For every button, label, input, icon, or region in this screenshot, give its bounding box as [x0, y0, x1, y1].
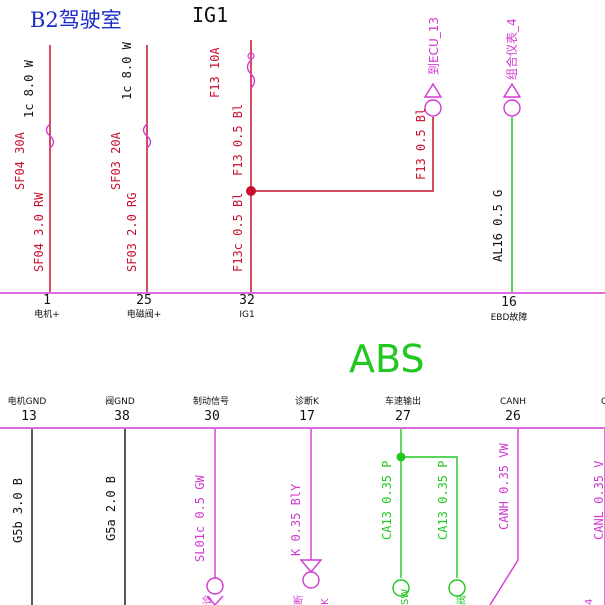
- supply-label: IG1: [192, 3, 228, 27]
- connector-label-6: 4: [584, 599, 595, 605]
- bottom-pin-6-name: CANH: [500, 397, 526, 407]
- wire-5-connector-icon: [503, 99, 521, 117]
- connector-label-2: 断: [292, 595, 305, 605]
- bottom-pin-7-name: C: [601, 397, 605, 407]
- wire-1-bottom-label: SF04 3.0 RW: [32, 192, 46, 272]
- bottom-pin-4-number: 17: [299, 409, 315, 424]
- wire-b7-label: CANH 0.35 VW: [497, 443, 511, 530]
- wire-2-fuse-label: SF03 20A: [109, 131, 123, 190]
- bottom-pin-6-number: 26: [505, 409, 521, 424]
- top-pin-1-number: 1: [43, 293, 51, 308]
- top-pin-3-number: 32: [239, 293, 255, 308]
- wire-b6-label: CA13 0.35 P: [436, 461, 450, 540]
- connector-label-5: 阀: [455, 595, 468, 605]
- wire-5-arrow-icon: [502, 82, 522, 98]
- wire-4-label: F13 0.5 Bl: [414, 108, 428, 180]
- wire-4-branch: [251, 117, 434, 192]
- wire-1-top-label: 1c 8.0 W: [22, 59, 36, 118]
- bottom-pin-2-name: 阀GND: [105, 396, 135, 407]
- wire-b2-label: G5a 2.0 B: [104, 476, 118, 541]
- wire-2-top-label: 1c 8.0 W: [120, 41, 134, 100]
- bottom-pin-3-name: 制动信号: [193, 395, 229, 407]
- bottom-pin-2-number: 38: [114, 409, 130, 424]
- bottom-pin-3-number: 30: [204, 409, 220, 424]
- wire-1-fuse-label: SF04 30A: [13, 131, 27, 190]
- wire-3-fuse-label: F13 10A: [208, 47, 222, 98]
- connector-label-3: K: [320, 598, 331, 605]
- zone-title: B2驾驶室: [30, 8, 122, 32]
- bottom-pin-4-name: 诊断K: [295, 395, 320, 407]
- wire-3-bottom-label: F13c 0.5 Bl: [231, 193, 245, 272]
- wire-b6: [401, 456, 458, 578]
- top-pin-2-number: 25: [136, 293, 152, 308]
- wire-4-arrow-icon: [423, 82, 443, 98]
- top-pin-4-number: 16: [501, 295, 517, 310]
- wire-2-bottom-label: SF03 2.0 RG: [125, 193, 139, 272]
- wire-3-mid-label: F13 0.5 Bl: [231, 104, 245, 176]
- wire-b5-label: CA13 0.35 P: [380, 461, 394, 540]
- wire-b4-connector-icon: [302, 571, 320, 589]
- wire-b7: [489, 429, 519, 605]
- bottom-pin-1-number: 13: [21, 409, 37, 424]
- connector-label-4: SW: [400, 589, 411, 605]
- module-title: ABS: [349, 337, 425, 381]
- top-pin-1-name: 电机+: [34, 308, 60, 320]
- wire-b4-arrow-icon: [299, 559, 323, 574]
- top-pin-4-name: EBD故障: [491, 311, 528, 323]
- wire-4-dest-label: 到ECU_13: [427, 17, 441, 75]
- fuse-1-icon: [45, 123, 55, 149]
- wire-b5-connector-icon: [392, 579, 410, 597]
- wire-b8-label: CANL 0.35 V: [592, 461, 605, 540]
- wire-b3-connector-icon: [206, 577, 224, 595]
- wire-5-dest-label: 组合仪表_4: [504, 18, 519, 80]
- wire-4-connector-icon: [424, 99, 442, 117]
- wire-b1-label: G5b 3.0 B: [11, 478, 25, 543]
- top-pin-3-name: IG1: [239, 310, 254, 320]
- fuse-3-top-terminal-icon: [247, 52, 255, 60]
- wire-b4-label: K 0.35 BlY: [289, 483, 303, 556]
- bottom-pin-5-number: 27: [395, 409, 411, 424]
- wire-5-label: AL16 0.5 G: [491, 190, 505, 262]
- fuse-3-icon: [246, 59, 256, 89]
- top-pin-2-name: 电磁阀+: [127, 308, 162, 320]
- wire-b3-label: SL01c 0.5 GW: [193, 475, 207, 562]
- bottom-pin-1-name: 电机GND: [8, 395, 47, 407]
- fuse-2-icon: [142, 123, 152, 149]
- wire-b6-connector-icon: [448, 579, 466, 597]
- bottom-pin-5-name: 车速输出: [385, 395, 421, 407]
- connector-label-1: 诊: [201, 595, 214, 605]
- wire-b3-arrow-icon: [206, 595, 224, 605]
